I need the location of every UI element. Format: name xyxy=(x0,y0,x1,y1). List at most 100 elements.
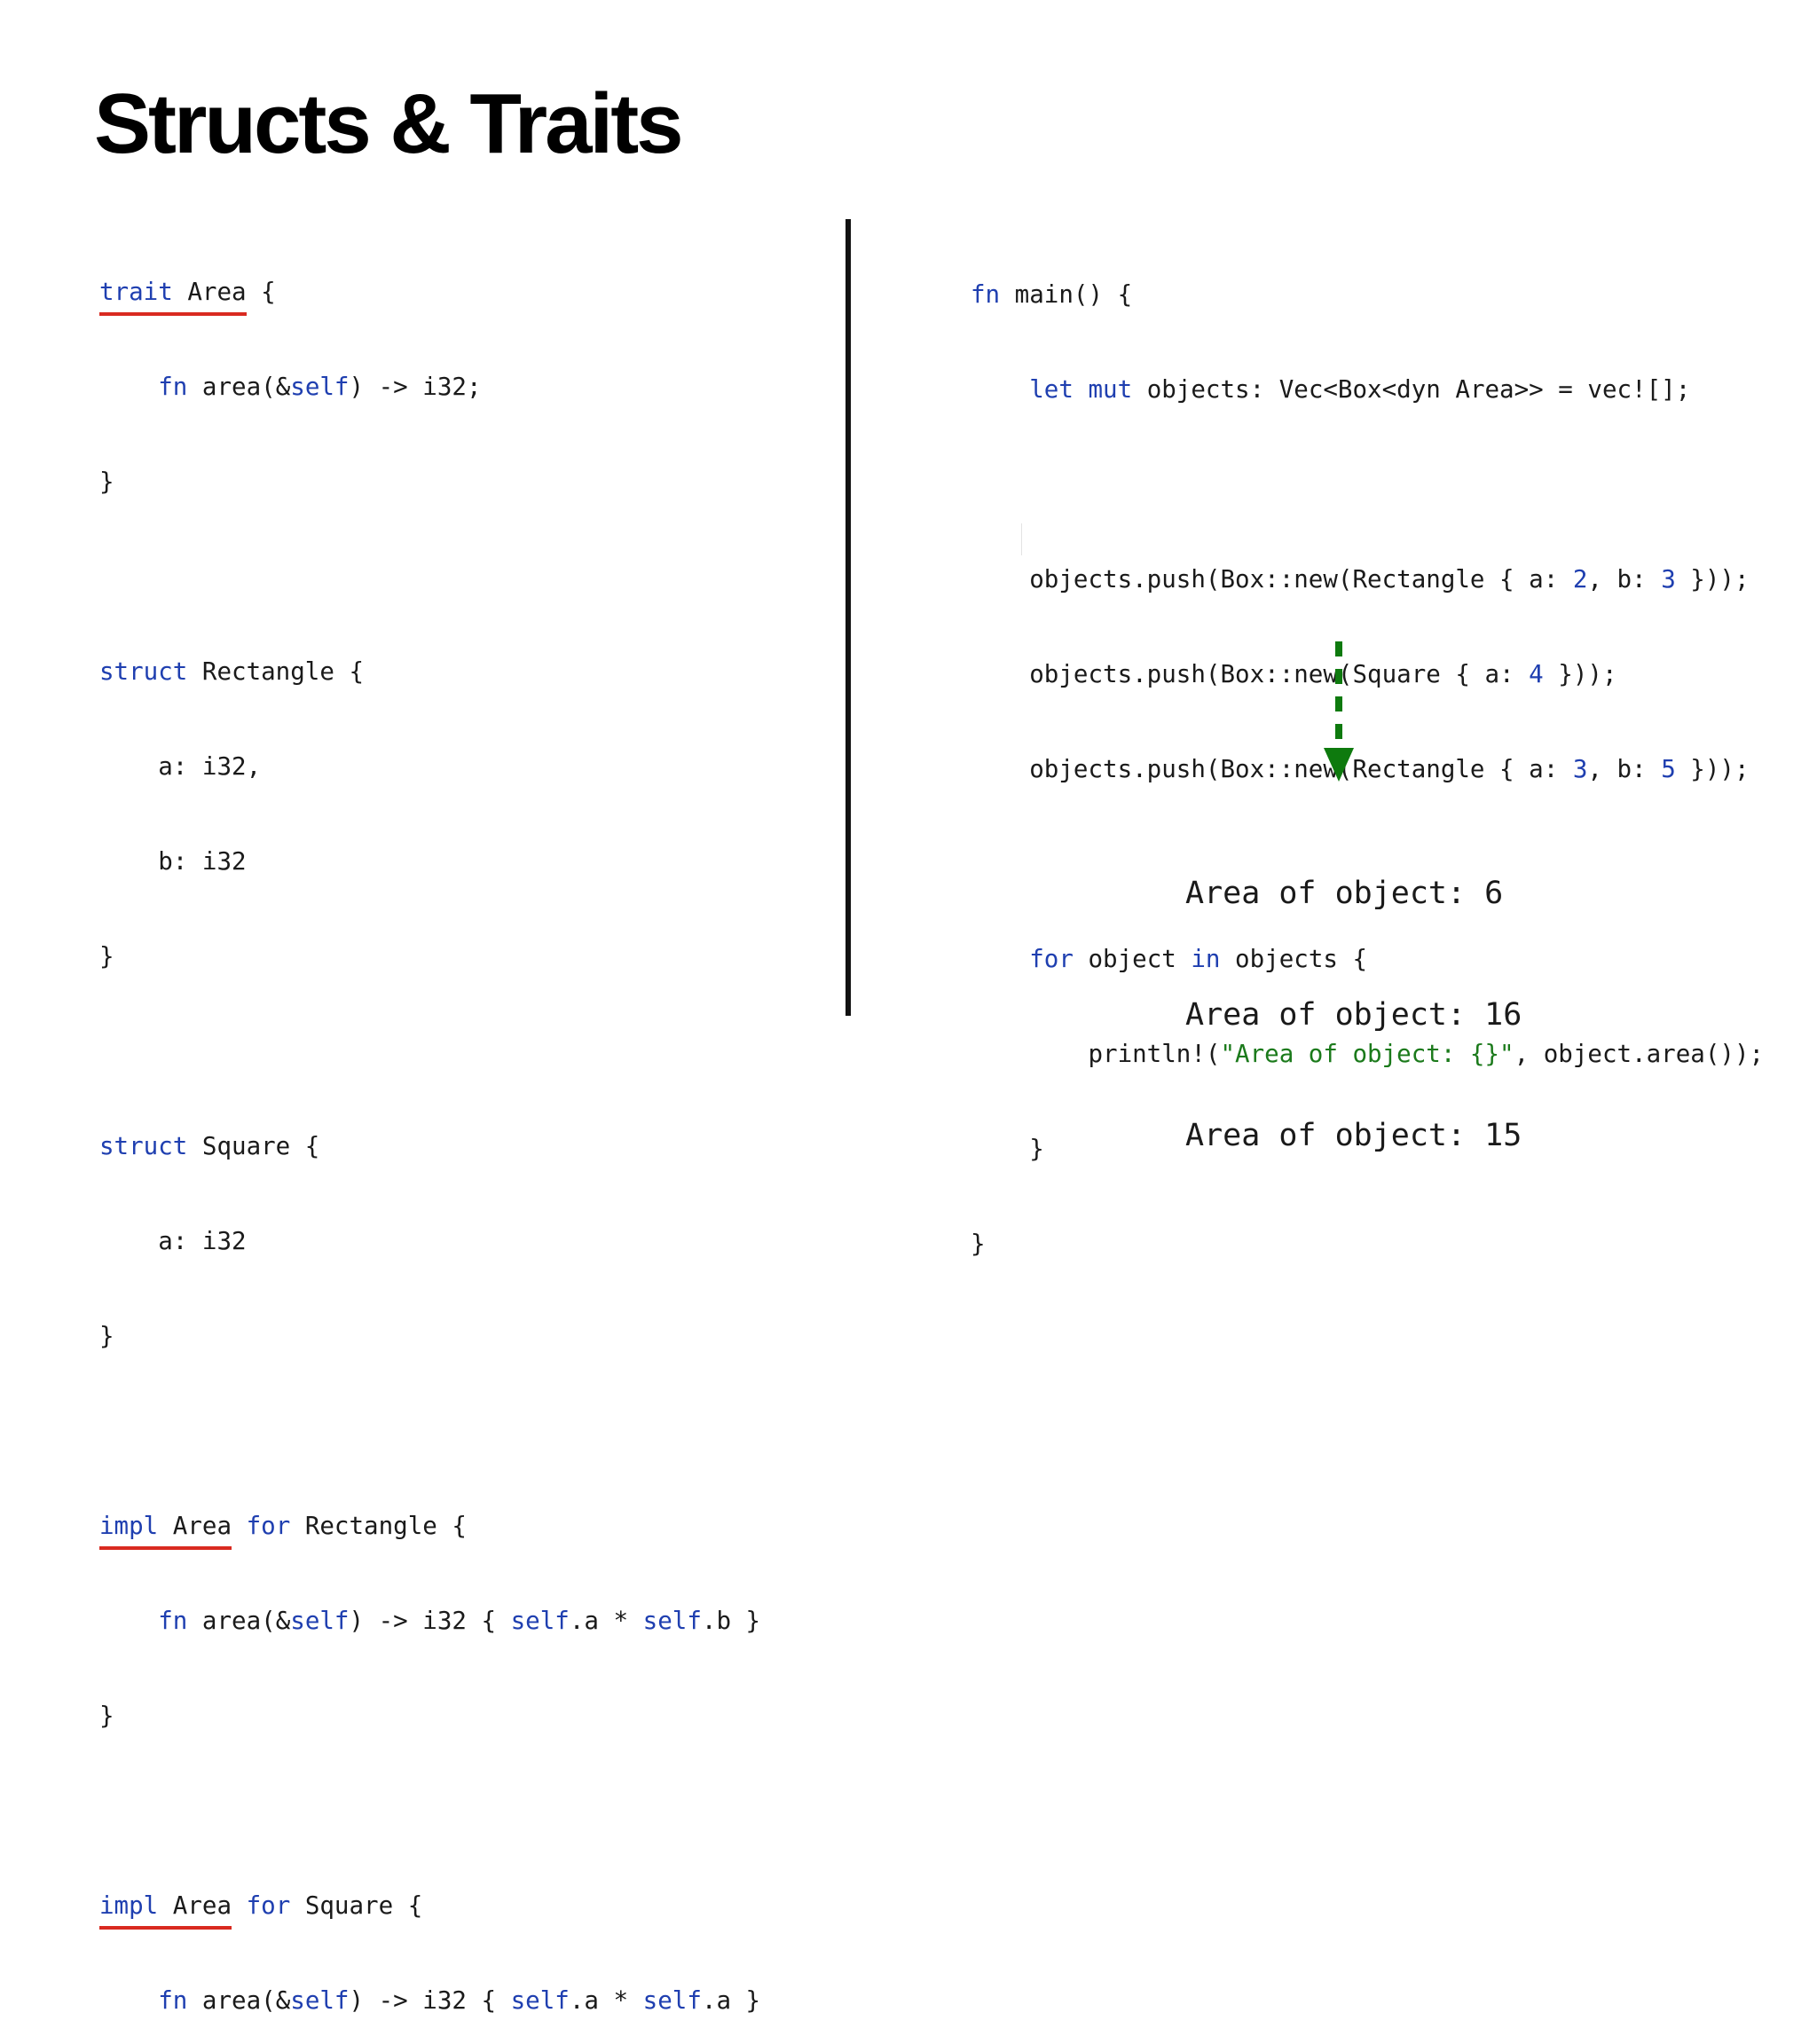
code-keyword: let xyxy=(1029,375,1074,404)
program-output: Area of object: 6 Area of object: 16 Are… xyxy=(1185,798,1522,1197)
code-number: 3 xyxy=(1572,755,1588,783)
code-text: area(& xyxy=(187,373,291,401)
code-blank-line xyxy=(99,1792,760,1830)
indent-guide xyxy=(1021,523,1022,555)
code-line: impl Area for Square { xyxy=(99,1887,760,1930)
code-line: } xyxy=(99,1697,760,1735)
right-code-block: fn main() { let mut objects: Vec<Box<dyn… xyxy=(971,219,1764,1292)
code-keyword: in xyxy=(1191,945,1221,973)
code-line: } xyxy=(99,938,760,976)
code-text: a: i32 xyxy=(158,1227,247,1255)
slide-title: Structs & Traits xyxy=(94,76,684,171)
code-keyword: self xyxy=(642,1986,702,2015)
code-line: impl Area for Rectangle { xyxy=(99,1507,760,1550)
code-text: })); xyxy=(1675,565,1750,594)
output-line: Area of object: 6 xyxy=(1185,876,1504,911)
code-text: } xyxy=(99,468,114,496)
code-blank-line xyxy=(99,1412,760,1450)
code-line: a: i32, xyxy=(99,748,760,786)
code-line: struct Square { xyxy=(99,1128,760,1166)
code-text: Rectangle { xyxy=(290,1512,467,1540)
code-line: struct Rectangle { xyxy=(99,653,760,691)
code-text: area(& xyxy=(187,1607,291,1635)
code-keyword: trait xyxy=(99,278,173,306)
output-line: Area of object: 16 xyxy=(1185,996,1522,1033)
code-text: ) -> i32 { xyxy=(349,1986,511,2015)
code-line: } xyxy=(99,463,760,501)
code-line: trait Area { xyxy=(99,273,760,316)
code-text: })); xyxy=(1543,660,1617,688)
code-text: , b: xyxy=(1587,565,1662,594)
code-keyword: for xyxy=(246,1512,291,1540)
code-number: 5 xyxy=(1661,755,1676,783)
code-text: })); xyxy=(1675,755,1750,783)
code-line: a: i32 xyxy=(99,1222,760,1261)
code-text: .a } xyxy=(701,1986,761,2015)
code-text: .a * xyxy=(569,1607,643,1635)
code-blank-line xyxy=(971,466,1764,504)
code-keyword: impl xyxy=(99,1891,159,1920)
code-keyword: struct xyxy=(99,657,188,686)
code-text: { xyxy=(246,278,276,306)
code-text: Square { xyxy=(290,1891,423,1920)
code-number: 2 xyxy=(1572,565,1588,594)
code-keyword: self xyxy=(510,1986,570,2015)
code-keyword: fn xyxy=(158,373,188,401)
code-text: main() { xyxy=(1000,280,1133,309)
down-arrow-icon xyxy=(1324,641,1354,782)
code-keyword: self xyxy=(642,1607,702,1635)
code-keyword: self xyxy=(290,373,350,401)
code-text: } xyxy=(99,1322,114,1350)
code-keyword: self xyxy=(510,1607,570,1635)
impl-declaration-underline: impl Area xyxy=(99,1507,232,1550)
code-line: fn area(&self) -> i32 { self.a * self.b … xyxy=(99,1602,760,1640)
code-text: , b: xyxy=(1587,755,1662,783)
vertical-divider xyxy=(846,219,851,1016)
code-text: , object.area()); xyxy=(1514,1040,1765,1068)
code-keyword: for xyxy=(1029,945,1074,973)
code-line: objects.push(Box::new(Rectangle { a: 3, … xyxy=(971,751,1764,789)
code-text: } xyxy=(99,1702,114,1730)
code-line: fn area(&self) -> i32; xyxy=(99,368,760,406)
code-text: area(& xyxy=(187,1986,291,2015)
code-text: a: i32, xyxy=(158,752,262,781)
code-text: b: i32 xyxy=(158,847,247,876)
code-text: objects.push(Box::new(Rectangle { a: xyxy=(1029,565,1573,594)
code-text: objects.push(Box::new(Square { a: xyxy=(1029,660,1530,688)
code-line: fn area(&self) -> i32 { self.a * self.a … xyxy=(99,1982,760,2020)
code-text: Area xyxy=(172,278,247,306)
code-text: } xyxy=(971,1230,986,1258)
code-text: } xyxy=(1029,1135,1044,1163)
code-keyword: self xyxy=(290,1986,350,2015)
code-text: objects { xyxy=(1220,945,1368,973)
code-keyword: fn xyxy=(158,1986,188,2015)
code-text: Area xyxy=(158,1512,232,1540)
code-keyword: fn xyxy=(158,1607,188,1635)
code-text: objects.push(Box::new(Rectangle { a: xyxy=(1029,755,1573,783)
left-code-block: trait Area { fn area(&self) -> i32; } st… xyxy=(99,216,760,2044)
impl-declaration-underline: impl Area xyxy=(99,1887,232,1930)
code-keyword: self xyxy=(290,1607,350,1635)
code-text: objects: Vec<Box<dyn Area>> = vec![]; xyxy=(1132,375,1691,404)
code-blank-line xyxy=(99,1033,760,1071)
code-text: Square { xyxy=(187,1132,320,1160)
code-text: object xyxy=(1073,945,1192,973)
code-text: } xyxy=(99,942,114,971)
code-line: b: i32 xyxy=(99,843,760,881)
code-number: 3 xyxy=(1661,565,1676,594)
code-text: ) -> i32; xyxy=(349,373,482,401)
code-text: .b } xyxy=(701,1607,761,1635)
code-keyword: fn xyxy=(971,280,1001,309)
code-blank-line xyxy=(99,558,760,596)
code-line: let mut objects: Vec<Box<dyn Area>> = ve… xyxy=(971,371,1764,409)
code-keyword: impl xyxy=(99,1512,159,1540)
code-keyword: mut xyxy=(1088,375,1133,404)
code-line: objects.push(Box::new(Square { a: 4 })); xyxy=(971,656,1764,694)
code-number: 4 xyxy=(1529,660,1544,688)
code-keyword: for xyxy=(246,1891,291,1920)
code-line: objects.push(Box::new(Rectangle { a: 2, … xyxy=(971,561,1764,599)
code-text: ) -> i32 { xyxy=(349,1607,511,1635)
code-line: for object in objects { xyxy=(971,940,1764,979)
code-text: Area xyxy=(158,1891,232,1920)
code-line: } xyxy=(99,1317,760,1356)
